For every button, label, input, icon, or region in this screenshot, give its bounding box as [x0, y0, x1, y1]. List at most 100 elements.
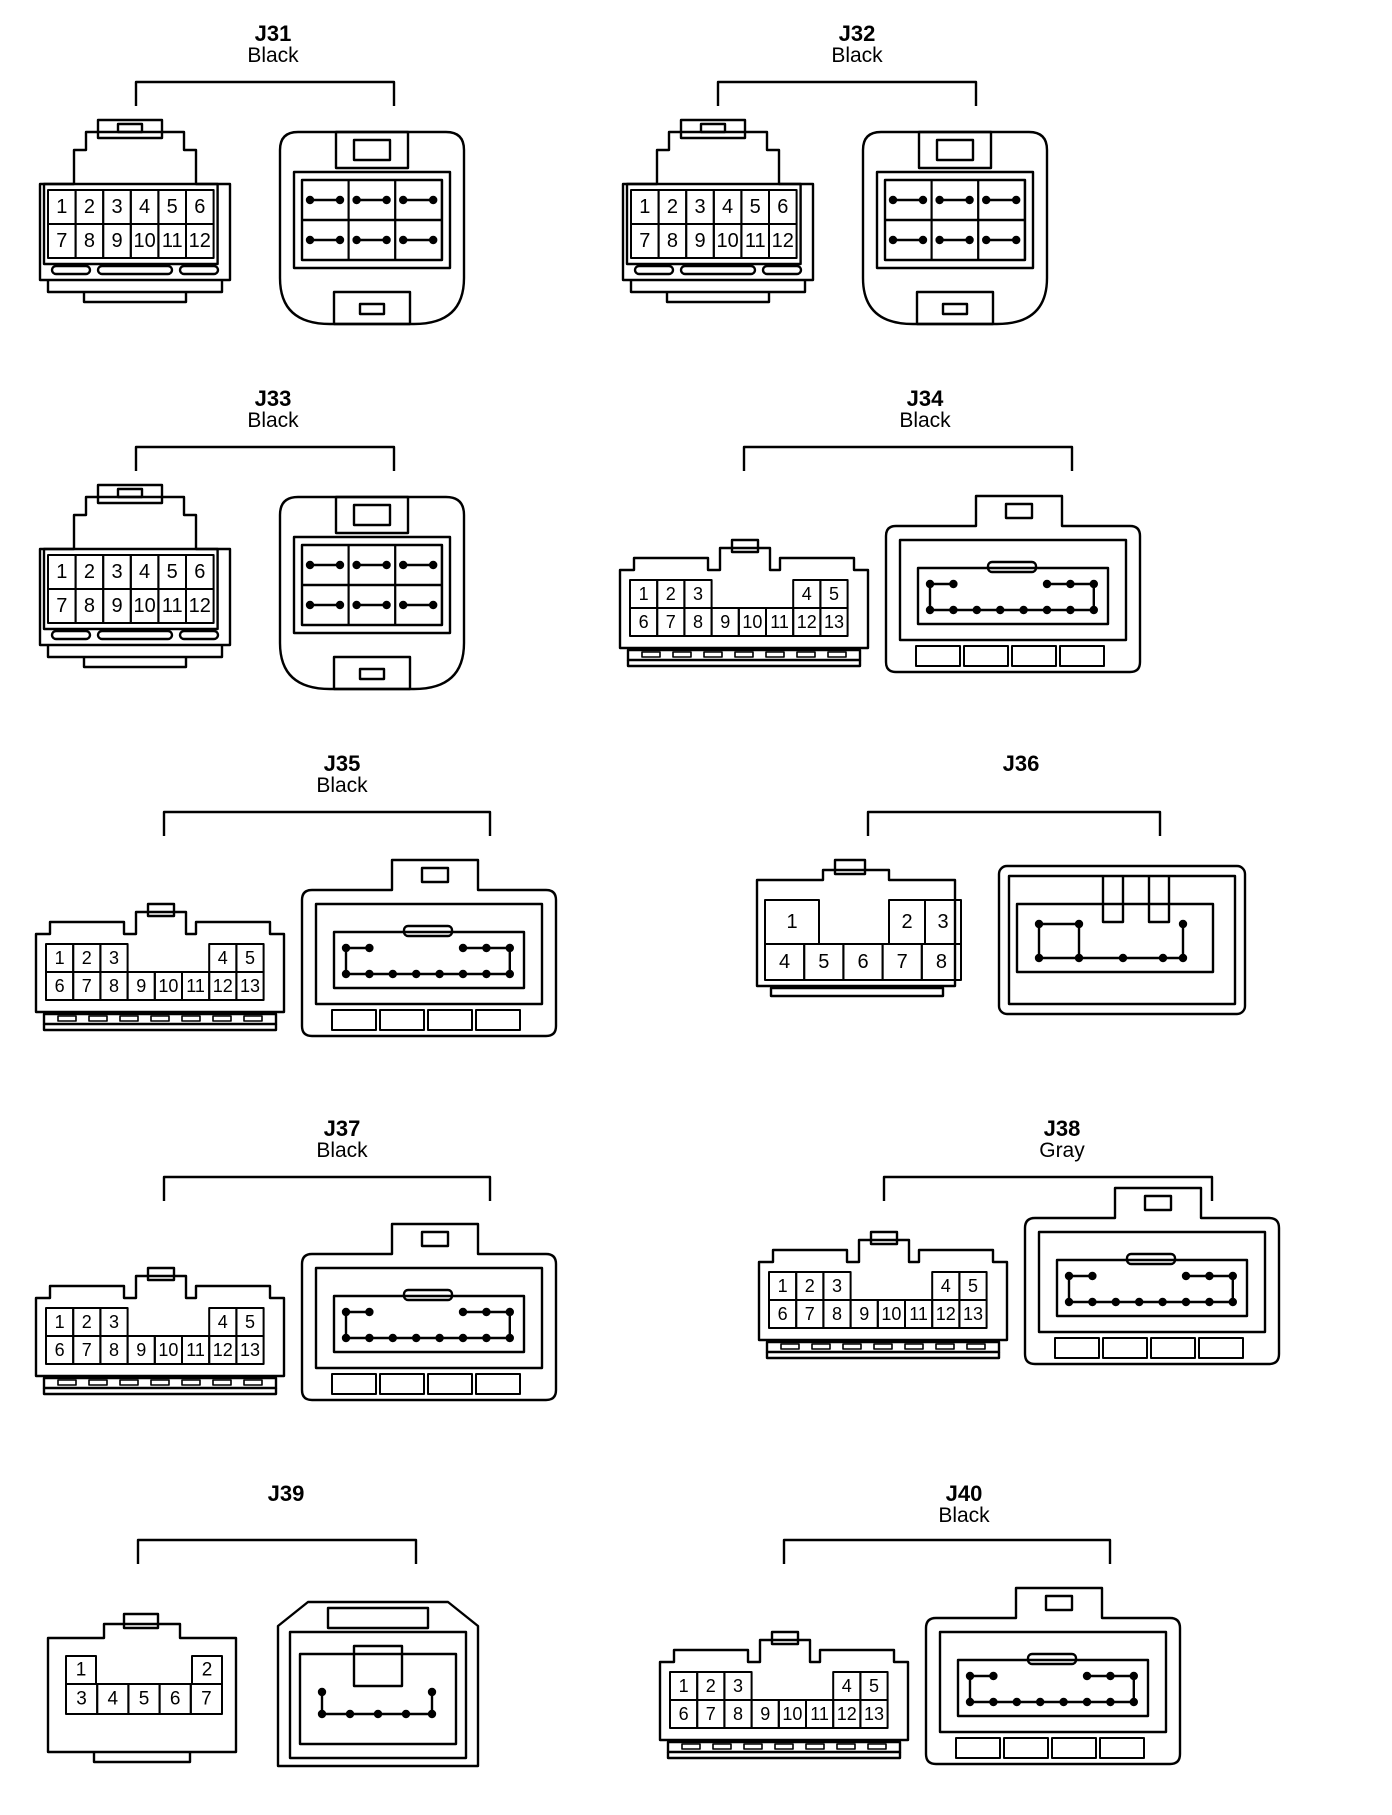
pin-number: 1	[56, 561, 67, 583]
terminal-dot	[1089, 579, 1099, 589]
terminal-dot	[388, 1333, 397, 1343]
terminal-dot	[341, 1307, 351, 1317]
connector-id: J34	[906, 386, 944, 411]
terminal-dot	[458, 969, 468, 979]
terminal-dot	[935, 235, 944, 245]
pin-number: 10	[158, 1340, 178, 1360]
pin-number: 10	[742, 612, 762, 632]
connector-label-j32: J32 Black	[757, 22, 957, 67]
pin-number: 2	[706, 1676, 716, 1696]
pin-number: 9	[111, 595, 122, 617]
connector-color: Black	[247, 44, 299, 68]
pin-number: 5	[139, 1689, 150, 1710]
pin-number: 9	[694, 230, 705, 252]
terminal-dot	[352, 600, 361, 610]
pin-number: 1	[639, 584, 649, 604]
lock-housing	[334, 495, 410, 535]
connector-j40-male	[924, 1586, 1182, 1766]
terminal-dot	[352, 560, 361, 570]
terminal-dot	[458, 943, 468, 953]
terminal-dot	[888, 235, 898, 245]
connector-id: J37	[323, 1116, 361, 1141]
terminal-dot	[1064, 1297, 1074, 1307]
terminal-dot	[335, 560, 345, 570]
terminal-dot	[1082, 1697, 1092, 1707]
terminal-dot	[401, 1709, 411, 1719]
pin-number: 2	[202, 1660, 213, 1681]
connector-id: J40	[945, 1481, 983, 1506]
pin-cell	[189, 1683, 224, 1715]
pin-number: 11	[186, 1340, 205, 1360]
pin-number: 5	[245, 948, 255, 968]
connector-j32-male	[861, 130, 1049, 326]
connector-label-j35: J35 Black	[242, 752, 442, 797]
face	[292, 170, 452, 270]
terminal-dot	[1042, 605, 1052, 615]
pin-number: 2	[901, 911, 912, 933]
connector-label-j33: J33 Black	[173, 387, 373, 432]
pin-number: 8	[109, 1340, 119, 1360]
terminal-dot	[427, 1709, 437, 1719]
terminal-dot	[1036, 1697, 1045, 1707]
pin-number: 7	[706, 1704, 716, 1724]
terminal-dot	[1042, 579, 1052, 589]
terminal-dot	[341, 1333, 351, 1343]
terminal-dot	[1181, 1297, 1191, 1307]
pairing-bracket	[162, 810, 492, 836]
terminal-dot	[1106, 1671, 1115, 1681]
terminal-dot	[1106, 1697, 1115, 1707]
terminal-dot	[1019, 605, 1028, 615]
pin-number: 5	[167, 561, 178, 583]
pin-number: 9	[760, 1704, 770, 1724]
pin-number: 1	[76, 1660, 87, 1681]
terminal-dot	[1089, 605, 1099, 615]
pin-number: 7	[82, 976, 92, 996]
connector-color: Black	[316, 774, 368, 798]
terminal-dot	[305, 560, 315, 570]
face	[875, 170, 1035, 270]
terminal-dot	[435, 1333, 444, 1343]
face	[292, 535, 452, 635]
pin-number: 6	[55, 1340, 65, 1360]
terminal-dot	[1111, 1297, 1121, 1307]
connector-label-j38: J38 Gray	[962, 1117, 1162, 1162]
pairing-bracket	[716, 80, 978, 106]
connector-j31-male	[278, 130, 466, 326]
pin-number: 10	[881, 1304, 901, 1324]
face	[938, 1630, 1168, 1734]
pin-cell	[958, 1299, 988, 1329]
pin-number: 9	[111, 230, 122, 252]
pin-number: 3	[111, 196, 122, 218]
terminal-dot	[305, 600, 315, 610]
pin-number: 7	[666, 612, 676, 632]
pin-number: 2	[82, 948, 92, 968]
pin-number: 12	[213, 976, 233, 996]
face	[314, 1266, 544, 1370]
pin-number: 7	[82, 1340, 92, 1360]
pin-number: 4	[218, 1312, 228, 1332]
pin-number: 8	[733, 1704, 743, 1724]
terminal-dot	[1158, 953, 1168, 963]
pin-number: 5	[829, 584, 839, 604]
terminal-dot	[1059, 1697, 1068, 1707]
terminal-dot	[482, 943, 491, 953]
terminal-dot	[965, 1671, 975, 1681]
terminal-dot	[1012, 1697, 1021, 1707]
terminal-dot	[965, 235, 974, 245]
connector-j39-male	[276, 1600, 480, 1768]
pin-number: 4	[779, 951, 790, 973]
pin-number: 6	[55, 976, 65, 996]
pin-number: 10	[133, 230, 155, 252]
connector-color: Black	[247, 409, 299, 433]
connector-j37-male	[300, 1222, 558, 1402]
terminal-dot	[412, 969, 421, 979]
lock-latch	[420, 1230, 450, 1248]
connector-label-j36: J36	[921, 752, 1121, 775]
pin-cell	[235, 1335, 265, 1365]
terminal-dot	[305, 235, 315, 245]
lock-latch	[730, 538, 760, 554]
pin-number: 5	[869, 1676, 879, 1696]
